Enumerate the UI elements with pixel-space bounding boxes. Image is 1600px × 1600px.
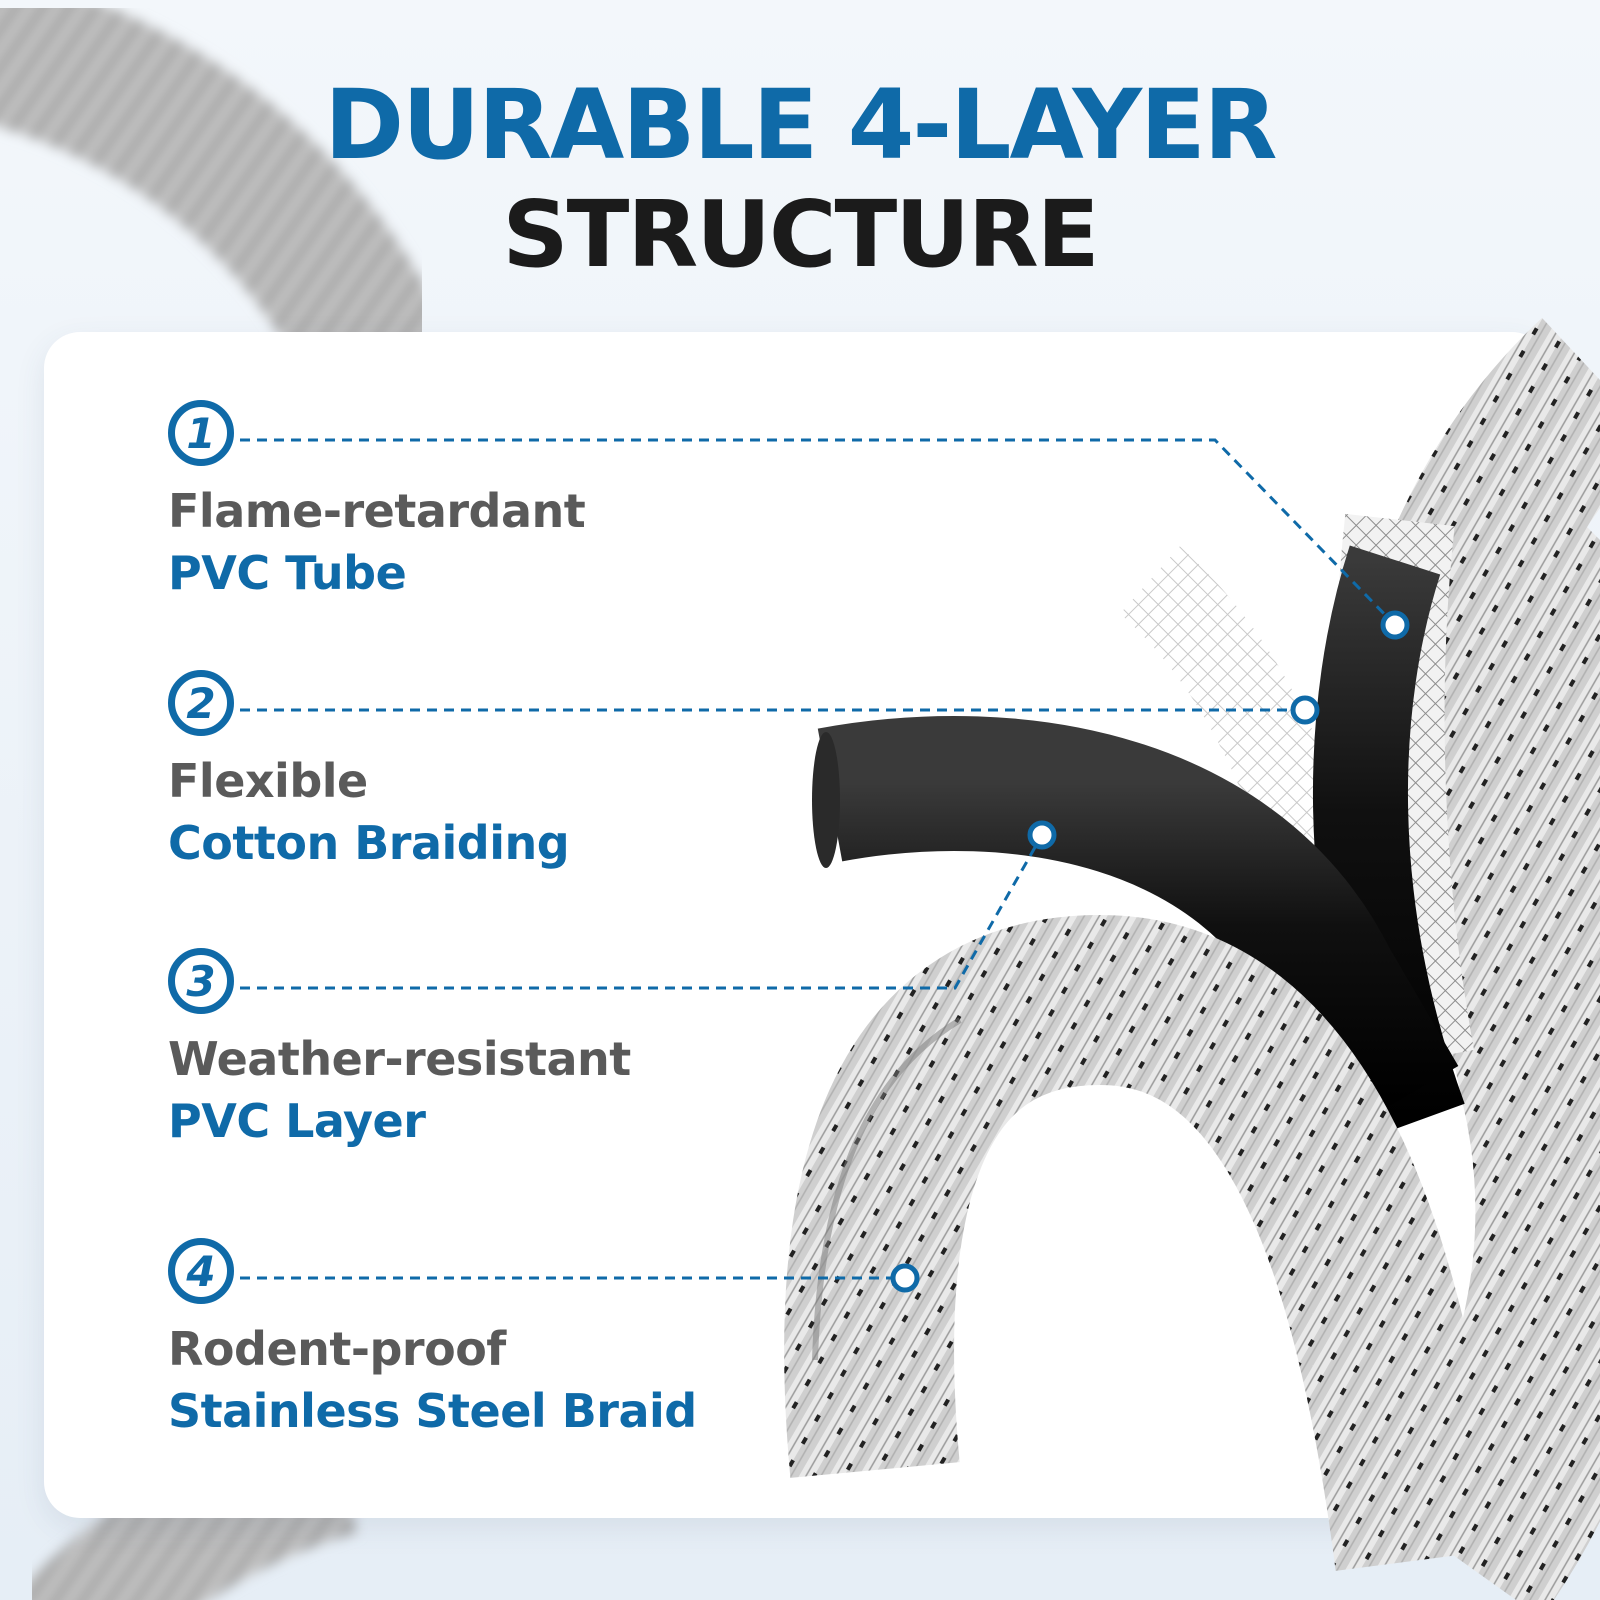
layer-1-material: PVC Tube — [168, 546, 407, 600]
layer-number-badge-1: 1 — [168, 400, 234, 466]
layer-2-descriptor: Flexible — [168, 754, 368, 808]
layer-4-descriptor: Rodent-proof — [168, 1322, 506, 1376]
page-title: DURABLE 4-LAYER STRUCTURE — [0, 70, 1600, 290]
layer-number-badge-2: 2 — [168, 670, 234, 736]
title-line-2: STRUCTURE — [502, 181, 1099, 288]
title-line-1: DURABLE 4-LAYER — [324, 69, 1277, 181]
layer-3-material: PVC Layer — [168, 1094, 426, 1148]
layer-4-material: Stainless Steel Braid — [168, 1384, 697, 1438]
layer-1-descriptor: Flame-retardant — [168, 484, 586, 538]
layer-number-badge-4: 4 — [168, 1238, 234, 1304]
layer-3-descriptor: Weather-resistant — [168, 1032, 631, 1086]
layer-number-badge-3: 3 — [168, 948, 234, 1014]
layer-2-material: Cotton Braiding — [168, 816, 570, 870]
